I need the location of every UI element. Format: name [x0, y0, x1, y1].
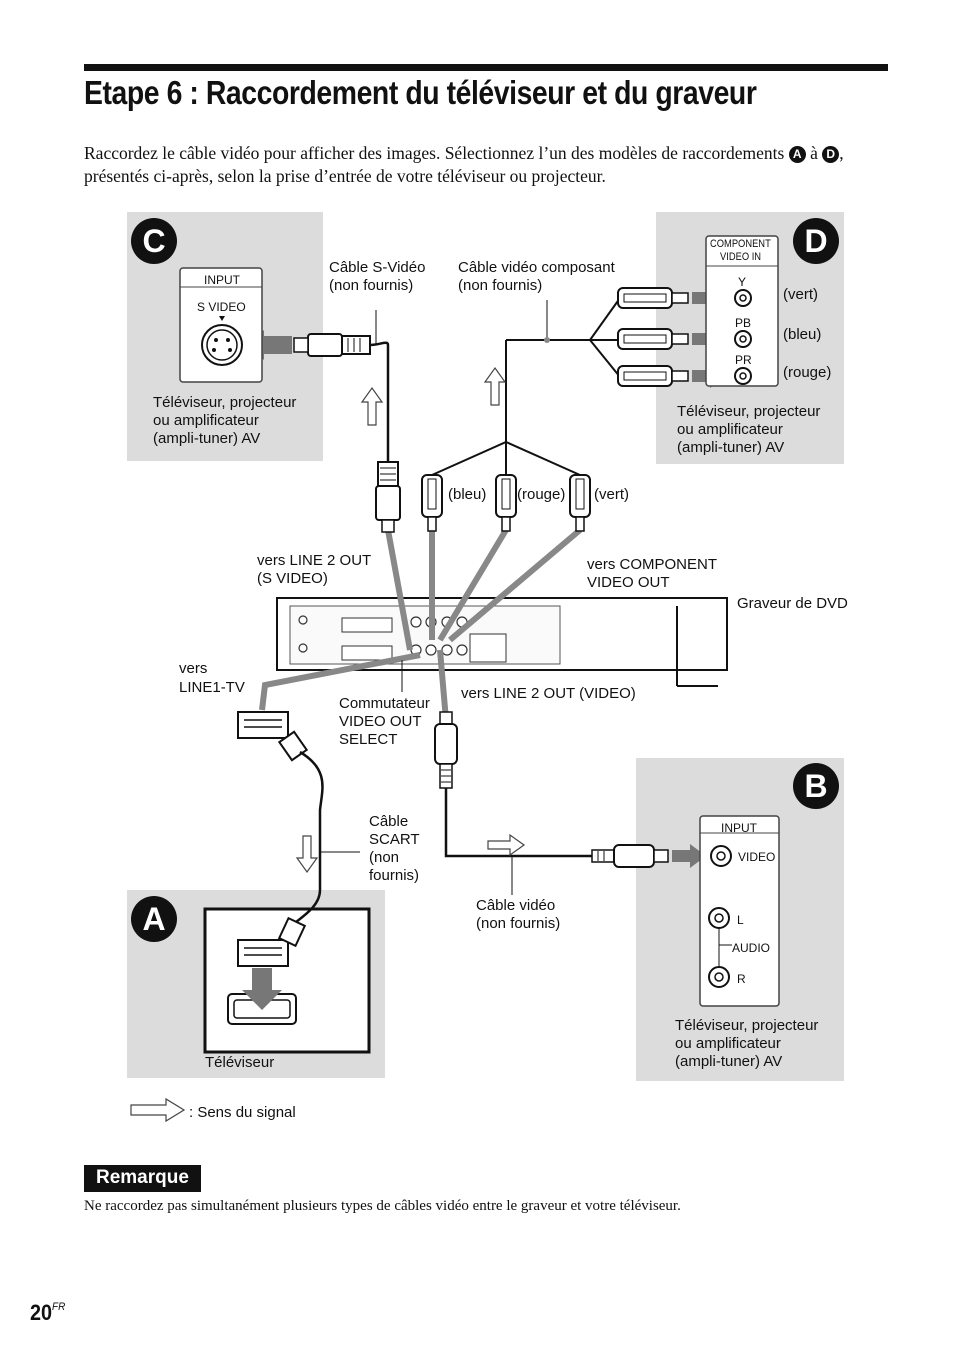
intro-text-1: Raccordez le câble vidéo pour afficher d… [84, 143, 785, 163]
intro-paragraph: Raccordez le câble vidéo pour afficher d… [84, 142, 894, 188]
svideo-cable-1: Câble S-Vidéo [329, 259, 426, 276]
video-cable-1: Câble vidéo [476, 897, 556, 914]
c-jack-label: S VIDEO [197, 300, 246, 314]
page-title: Etape 6 : Raccordement du téléviseur et … [84, 74, 757, 111]
title-rule [84, 64, 888, 71]
intro-badge-d: D [822, 146, 840, 163]
scart-2: SCART [369, 831, 420, 848]
component-cable-2: (non fournis) [458, 277, 543, 294]
page-number-suffix: FR [52, 1301, 66, 1313]
scart-3: (non [369, 849, 400, 866]
switch-3: SELECT [339, 731, 398, 748]
b-jack-l: L [737, 913, 744, 927]
page-number: 20FR [30, 1300, 65, 1326]
d-color-vert: (vert) [783, 286, 818, 303]
switch-1: Commutateur [339, 695, 430, 712]
c-desc-2: ou amplificateur [153, 412, 259, 429]
b-desc-3: (ampli-tuner) AV [675, 1053, 783, 1070]
d-jack-y: Y [738, 275, 747, 289]
c-desc-3: (ampli-tuner) AV [153, 430, 261, 447]
b-desc-2: ou amplificateur [675, 1035, 781, 1052]
component-cable-1: Câble vidéo composant [458, 259, 615, 276]
component-out-2: VIDEO OUT [587, 574, 670, 591]
svideo-cable-2: (non fournis) [329, 277, 414, 294]
component-out-1: vers COMPONENT [587, 556, 718, 573]
d-desc-3: (ampli-tuner) AV [677, 439, 785, 456]
line1-tv-1: vers [179, 660, 208, 677]
badge-a: A [131, 896, 177, 942]
page-number-value: 20 [30, 1300, 53, 1325]
video-cable-2: (non fournis) [476, 915, 561, 932]
d-color-rouge: (rouge) [783, 364, 832, 381]
b-box-title: INPUT [721, 821, 757, 835]
b-jack-audio: AUDIO [732, 941, 771, 955]
b-jack-r: R [737, 972, 746, 986]
c-desc-1: Téléviseur, projecteur [153, 394, 297, 411]
intro-text-2: à [810, 143, 818, 163]
d-desc-1: Téléviseur, projecteur [677, 403, 821, 420]
badge-b: B [793, 763, 839, 809]
d-box-title-2: VIDEO IN [720, 251, 762, 263]
intro-text-3: , présentés ci-après, selon la prise d’e… [84, 143, 844, 186]
badge-d: D [793, 218, 839, 264]
note-text: Ne raccordez pas simultanément plusieurs… [84, 1198, 681, 1214]
d-color-bleu: (bleu) [783, 326, 822, 343]
note-heading: Remarque [84, 1165, 201, 1192]
intro-badge-a: A [788, 146, 806, 163]
d-box-title-1: COMPONENT [710, 238, 771, 250]
d-jack-pb: PB [735, 316, 752, 330]
badge-c: C [131, 218, 177, 264]
plug-rouge: (rouge) [517, 486, 566, 503]
b-jack-video: VIDEO [738, 850, 776, 864]
scart-1: Câble [369, 813, 409, 830]
legend-text: : Sens du signal [189, 1104, 296, 1121]
plug-bleu: (bleu) [448, 486, 487, 503]
scart-4: fournis) [369, 867, 420, 884]
b-desc-1: Téléviseur, projecteur [675, 1017, 819, 1034]
switch-2: VIDEO OUT [339, 713, 422, 730]
line2-svideo-1: vers LINE 2 OUT [257, 552, 372, 569]
line2-video: vers LINE 2 OUT (VIDEO) [461, 685, 636, 702]
c-box-title: INPUT [204, 273, 240, 287]
line2-svideo-2: (S VIDEO) [257, 570, 328, 587]
recorder-label: Graveur de DVD [737, 595, 848, 612]
line1-tv-2: LINE1-TV [179, 679, 245, 696]
a-desc: Téléviseur [205, 1054, 275, 1071]
d-desc-2: ou amplificateur [677, 421, 783, 438]
d-jack-pr: PR [735, 353, 752, 367]
plug-vert: (vert) [594, 486, 629, 503]
